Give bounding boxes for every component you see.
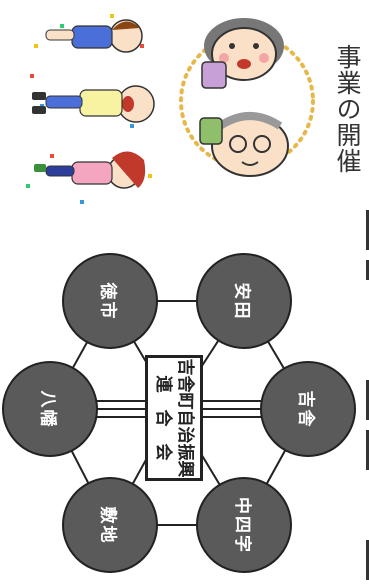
node-yasuda: 安田	[196, 253, 292, 349]
section-heading: 事業の開催	[333, 44, 362, 174]
center-label: 吉舎町自治振興 連 合 会	[152, 359, 196, 478]
heading-rule	[366, 430, 369, 470]
node-shikiji: 敷地	[62, 477, 158, 573]
heading-rule	[366, 260, 369, 280]
center-label-line1: 吉舎町自治振興	[175, 358, 195, 478]
heading-rule	[366, 380, 369, 420]
heading-rule	[366, 540, 369, 580]
node-hachiman: 八幡	[2, 361, 98, 457]
children-jumping-illustration-icon	[26, 14, 155, 204]
center-organization-box: 吉舎町自治振興 連 合 会	[145, 355, 203, 481]
elderly-couple-illustration-icon	[179, 18, 315, 177]
heading-rule	[366, 210, 369, 250]
node-kisa: 吉舎	[260, 361, 356, 457]
node-tokichi: 徳市	[62, 253, 158, 349]
node-nakagumi: 中四字	[196, 477, 292, 573]
center-label-line2: 連 合 会	[153, 375, 173, 461]
